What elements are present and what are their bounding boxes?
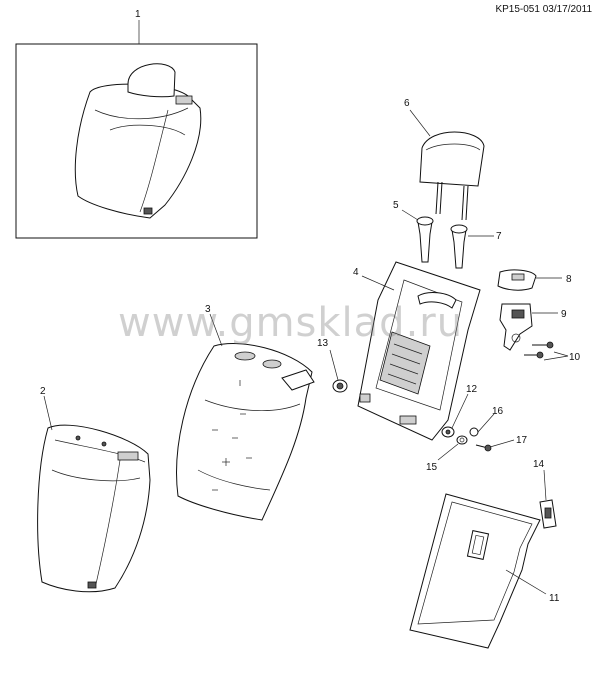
callout-6: 6 (404, 98, 410, 109)
part-17-bolt (475, 444, 492, 452)
part-15-nut (456, 435, 468, 445)
callout-10: 10 (569, 352, 581, 363)
callout-9: 9 (561, 309, 567, 320)
part-12-washer (441, 426, 455, 438)
callout-16: 16 (492, 406, 504, 417)
part-14-clip (539, 499, 557, 529)
callout-17: 17 (516, 435, 528, 446)
leader-lines (43, 20, 569, 595)
part-6-headrest (419, 131, 485, 221)
callout-2: 2 (40, 386, 46, 397)
callout-8: 8 (566, 274, 572, 285)
watermark: www.gmsklad.ru (118, 300, 464, 346)
part-10-bolts (524, 341, 554, 359)
callout-7: 7 (496, 231, 502, 242)
part-5-headrest-guide (416, 216, 434, 263)
part-2-seatback-cushion (37, 424, 151, 593)
callout-13: 13 (317, 338, 329, 349)
part-11-back-panel (409, 493, 541, 649)
callout-4: 4 (353, 267, 359, 278)
callout-1: 1 (135, 9, 141, 20)
part-16-washer (469, 427, 479, 437)
part-7-headrest-guide (450, 224, 468, 269)
part-9-latch (499, 303, 533, 351)
diagram-code-date: KP15-051 03/17/2011 (495, 4, 592, 15)
part-3-seatback-pad (176, 343, 315, 521)
callout-14: 14 (533, 459, 545, 470)
callout-15: 15 (426, 462, 438, 473)
callout-11: 11 (549, 593, 560, 604)
part-13-grommet (332, 379, 348, 393)
part-1-seatback-assembly (15, 43, 258, 239)
callout-5: 5 (393, 200, 399, 211)
callout-3: 3 (205, 304, 211, 315)
callout-12: 12 (466, 384, 478, 395)
part-4-seatback-frame (357, 261, 481, 441)
part-8-latch-cover (497, 269, 537, 291)
